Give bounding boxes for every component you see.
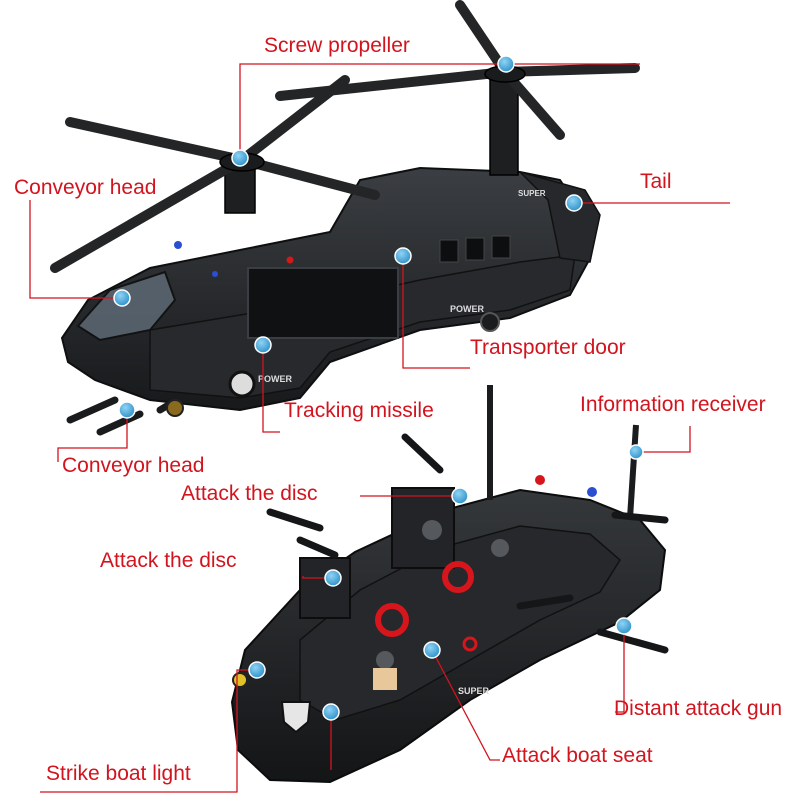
helicopter-door-opening — [247, 267, 399, 339]
helicopter-cockpit — [76, 270, 177, 342]
label-distant-attack-gun: Distant attack gun — [614, 697, 783, 720]
boat-crew-figures — [373, 520, 509, 690]
helicopter-emblem — [228, 370, 256, 398]
label-strike-boat-light: Strike boat light — [46, 762, 191, 785]
label-attack-disc-1: Attack the disc — [181, 482, 318, 505]
helicopter-windows — [439, 235, 511, 263]
front-rotor-blades — [50, 75, 380, 273]
helicopter-decal-power-front: POWER — [258, 374, 293, 384]
label-attack-disc-2: Attack the disc — [100, 549, 237, 572]
label-transporter-door: Transporter door — [470, 336, 626, 359]
label-conveyor-head-top: Conveyor head — [14, 176, 157, 199]
boat-decal-super: SUPER — [458, 686, 490, 696]
label-conveyor-head-bottom: Conveyor head — [62, 454, 205, 477]
attack-boat-model: SUPER — [230, 385, 669, 784]
label-information-receiver: Information receiver — [580, 393, 766, 416]
helicopter-decal-power-rear: POWER — [450, 304, 485, 314]
boat-antenna-right — [627, 424, 639, 519]
label-tail: Tail — [640, 170, 672, 193]
label-tracking-missile: Tracking missile — [284, 399, 434, 422]
callout-dots — [113, 55, 644, 721]
rear-rotor-blades — [275, 0, 640, 140]
helicopter-decal-super: SUPER — [518, 189, 546, 198]
boat-guns — [266, 433, 669, 654]
label-attack-boat-seat: Attack boat seat — [502, 744, 653, 767]
boat-life-ring — [375, 603, 409, 637]
helicopter-model: POWER POWER SUPER — [50, 0, 640, 436]
boat-emblem — [280, 701, 312, 734]
boat-life-ring — [442, 561, 474, 593]
label-screw-propeller: Screw propeller — [264, 34, 410, 57]
